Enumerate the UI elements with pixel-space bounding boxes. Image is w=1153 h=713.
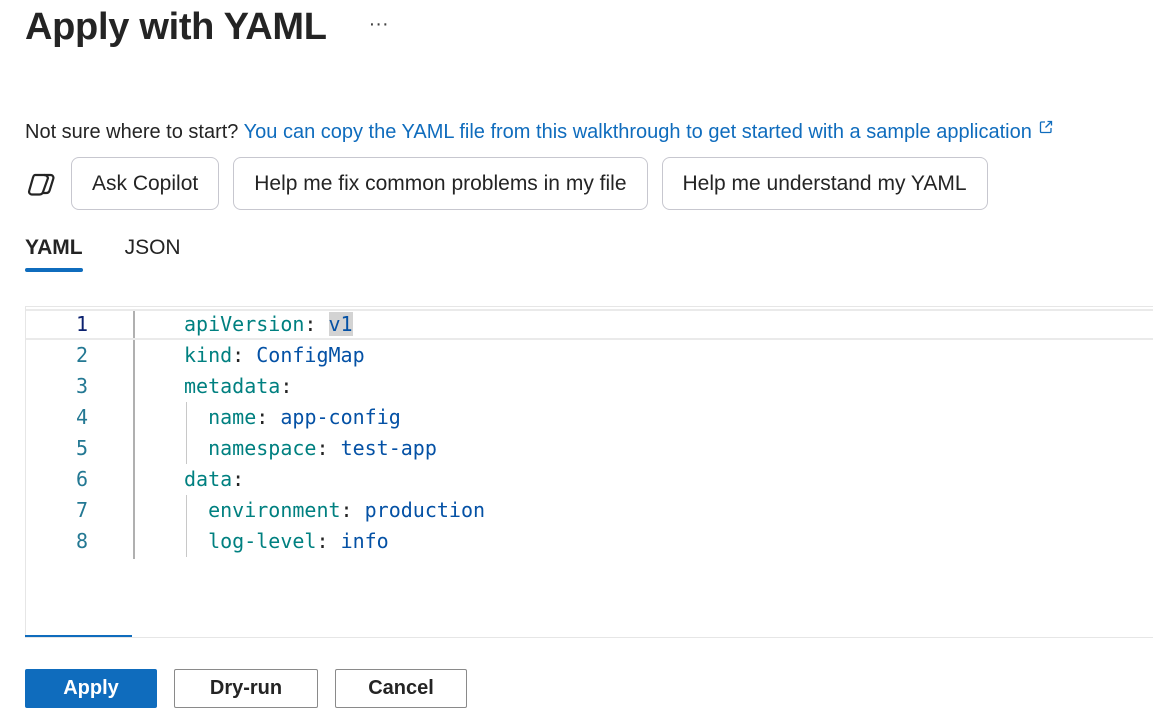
- yaml-key: log-level: [208, 529, 317, 553]
- tab-json[interactable]: JSON: [124, 236, 181, 259]
- yaml-key: environment: [208, 498, 341, 522]
- code-text: metadata:: [184, 374, 293, 398]
- gutter-divider: [133, 309, 135, 559]
- title-row: Apply with YAML ···: [25, 6, 389, 49]
- yaml-value: ConfigMap: [256, 343, 365, 367]
- indent-guide: [186, 526, 187, 557]
- yaml-key: name: [208, 405, 257, 429]
- getting-started-hint: Not sure where to start? You can copy th…: [25, 121, 1054, 144]
- line-number: 6: [75, 467, 88, 491]
- code-line[interactable]: 3 metadata:: [26, 371, 1153, 402]
- format-tabs: YAML JSON: [25, 236, 223, 272]
- copilot-icon: [25, 167, 59, 201]
- yaml-value: app-config: [280, 405, 401, 429]
- yaml-value: v1: [328, 312, 353, 336]
- ask-copilot-button[interactable]: Ask Copilot: [71, 157, 220, 210]
- code-line[interactable]: 1 apiVersion: v1: [26, 309, 1153, 340]
- yaml-value: test-app: [340, 436, 437, 460]
- code-line[interactable]: 5 namespace: test-app: [26, 433, 1153, 464]
- line-number: 2: [75, 343, 88, 367]
- walkthrough-link[interactable]: You can copy the YAML file from this wal…: [244, 121, 1054, 143]
- code-text: data:: [184, 467, 245, 491]
- line-number: 1: [75, 312, 88, 336]
- line-number: 7: [75, 498, 88, 522]
- yaml-key: namespace: [208, 436, 317, 460]
- code-line[interactable]: 8 log-level: info: [26, 526, 1153, 557]
- dry-run-button[interactable]: Dry-run: [174, 669, 318, 708]
- yaml-key: metadata: [184, 374, 281, 398]
- yaml-editor[interactable]: 1 apiVersion: v1 2 kind: ConfigMap 3 met…: [25, 306, 1153, 638]
- code-text: kind: ConfigMap: [184, 343, 365, 367]
- code-text: name: app-config: [208, 405, 401, 429]
- code-line[interactable]: 7 environment: production: [26, 495, 1153, 526]
- fix-problems-prompt-button[interactable]: Help me fix common problems in my file: [233, 157, 648, 210]
- walkthrough-link-text: You can copy the YAML file from this wal…: [243, 121, 1032, 143]
- yaml-key: kind: [184, 343, 233, 367]
- more-options-button[interactable]: ···: [368, 12, 389, 35]
- editor-focus-indicator: [25, 635, 132, 637]
- indent-guide: [186, 433, 187, 464]
- line-number: 8: [75, 529, 88, 553]
- code-text: environment: production: [208, 498, 486, 522]
- tab-yaml[interactable]: YAML: [25, 236, 83, 272]
- yaml-key: apiVersion: [184, 312, 305, 336]
- copilot-prompts: Ask Copilot Help me fix common problems …: [25, 157, 1002, 210]
- yaml-value: info: [340, 529, 389, 553]
- yaml-key: data: [184, 467, 233, 491]
- indent-guide: [186, 495, 187, 526]
- understand-yaml-prompt-button[interactable]: Help me understand my YAML: [661, 157, 988, 210]
- line-number: 5: [75, 436, 88, 460]
- action-bar: Apply Dry-run Cancel: [25, 669, 484, 708]
- code-text: apiVersion: v1: [184, 312, 353, 336]
- yaml-value: production: [364, 498, 486, 522]
- hint-prefix: Not sure where to start?: [25, 121, 239, 143]
- line-number: 4: [75, 405, 88, 429]
- code-line[interactable]: 4 name: app-config: [26, 402, 1153, 433]
- code-text: log-level: info: [208, 529, 389, 553]
- code-line[interactable]: 6 data:: [26, 464, 1153, 495]
- code-text: namespace: test-app: [208, 436, 437, 460]
- indent-guide: [186, 402, 187, 433]
- code-line[interactable]: 2 kind: ConfigMap: [26, 340, 1153, 371]
- apply-button[interactable]: Apply: [25, 669, 157, 708]
- line-number: 3: [75, 374, 88, 398]
- page-title: Apply with YAML: [25, 6, 327, 48]
- cancel-button[interactable]: Cancel: [335, 669, 467, 708]
- external-link-icon: [1038, 118, 1054, 141]
